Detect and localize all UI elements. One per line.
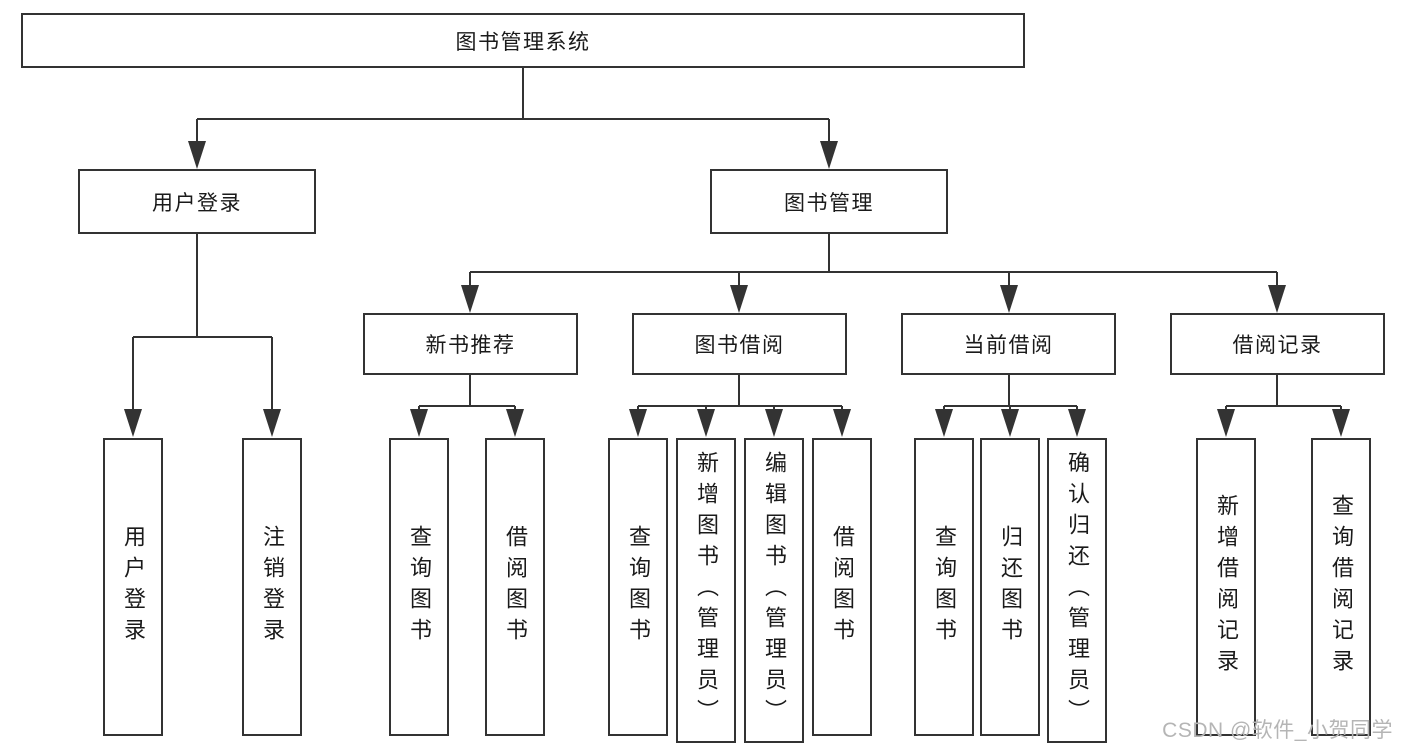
arrowhead-icon: [263, 409, 281, 437]
connector-current-borrow-to-leaves: [943, 375, 1078, 411]
node-label: 借阅图书: [503, 525, 528, 649]
connector-book-borrow-to-leaves: [637, 375, 843, 411]
node-label: 编辑图书（管理员）: [762, 451, 787, 730]
leaf-confirm-return-admin: 确认归还（管理员）: [1047, 438, 1107, 743]
arrowhead-icon: [1068, 409, 1086, 437]
arrowhead-icon: [1332, 409, 1350, 437]
leaf-borrow-book: 借阅图书: [812, 438, 872, 736]
node-label: 查询借阅记录: [1329, 494, 1354, 680]
node-book-management: 图书管理: [710, 169, 948, 234]
node-label: 查询图书: [626, 525, 651, 649]
node-label: 注销登录: [260, 525, 285, 649]
node-book-borrow: 图书借阅: [632, 313, 847, 375]
node-label: 确认归还（管理员）: [1065, 451, 1090, 730]
node-label: 借阅记录: [1232, 334, 1323, 357]
leaf-query-book-recommend: 查询图书: [389, 438, 449, 736]
arrowhead-icon: [1217, 409, 1235, 437]
arrowhead-icon: [410, 409, 428, 437]
leaf-borrow-book-recommend: 借阅图书: [485, 438, 545, 736]
arrowhead-icon: [765, 409, 783, 437]
node-label: 查询图书: [932, 525, 957, 649]
node-borrow-records: 借阅记录: [1170, 313, 1385, 375]
node-label: 新增借阅记录: [1214, 494, 1239, 680]
leaf-query-book-borrow: 查询图书: [608, 438, 668, 736]
node-user-login: 用户登录: [78, 169, 316, 234]
arrowhead-icon: [629, 409, 647, 437]
arrowhead-icon: [1000, 285, 1018, 313]
arrowhead-icon: [506, 409, 524, 437]
node-label: 用户登录: [121, 525, 146, 649]
node-label: 图书管理: [784, 191, 874, 215]
arrowhead-icon: [820, 141, 838, 169]
connector-root-to-level2: [196, 68, 830, 144]
node-label: 借阅图书: [830, 525, 855, 649]
node-new-book-recommend: 新书推荐: [363, 313, 578, 375]
leaf-query-borrow-record: 查询借阅记录: [1311, 438, 1371, 736]
arrowhead-icon: [461, 285, 479, 313]
connector-book-mgmt-to-level3: [469, 234, 1278, 287]
node-label: 当前借阅: [963, 334, 1054, 357]
arrowhead-icon: [188, 141, 206, 169]
leaf-query-book-current: 查询图书: [914, 438, 974, 736]
arrowhead-icon: [935, 409, 953, 437]
connector-user-login-to-leaves: [132, 234, 273, 411]
csdn-watermark: CSDN @软件_小贺同学: [1162, 719, 1393, 742]
arrowheads: [124, 141, 1350, 437]
leaf-logout: 注销登录: [242, 438, 302, 736]
node-label: 图书借阅: [694, 334, 785, 357]
arrowhead-icon: [124, 409, 142, 437]
arrowhead-icon: [697, 409, 715, 437]
arrowhead-icon: [1268, 285, 1286, 313]
arrowhead-icon: [730, 285, 748, 313]
leaf-edit-book-admin: 编辑图书（管理员）: [744, 438, 804, 743]
node-label: 归还图书: [998, 525, 1023, 649]
node-label: 查询图书: [407, 525, 432, 649]
node-current-borrow: 当前借阅: [901, 313, 1116, 375]
leaf-add-borrow-record: 新增借阅记录: [1196, 438, 1256, 736]
node-label: 新增图书（管理员）: [694, 451, 719, 730]
node-root-system: 图书管理系统: [21, 13, 1025, 68]
node-label: 图书管理系统: [455, 30, 591, 54]
leaf-add-book-admin: 新增图书（管理员）: [676, 438, 736, 743]
arrowhead-icon: [1001, 409, 1019, 437]
arrowhead-icon: [833, 409, 851, 437]
leaf-user-login: 用户登录: [103, 438, 163, 736]
connector-new-book-rec-to-leaves: [418, 375, 516, 411]
node-label: 新书推荐: [425, 334, 516, 357]
connector-borrow-records-to-leaves: [1225, 375, 1342, 411]
node-label: 用户登录: [152, 191, 242, 215]
leaf-return-book: 归还图书: [980, 438, 1040, 736]
